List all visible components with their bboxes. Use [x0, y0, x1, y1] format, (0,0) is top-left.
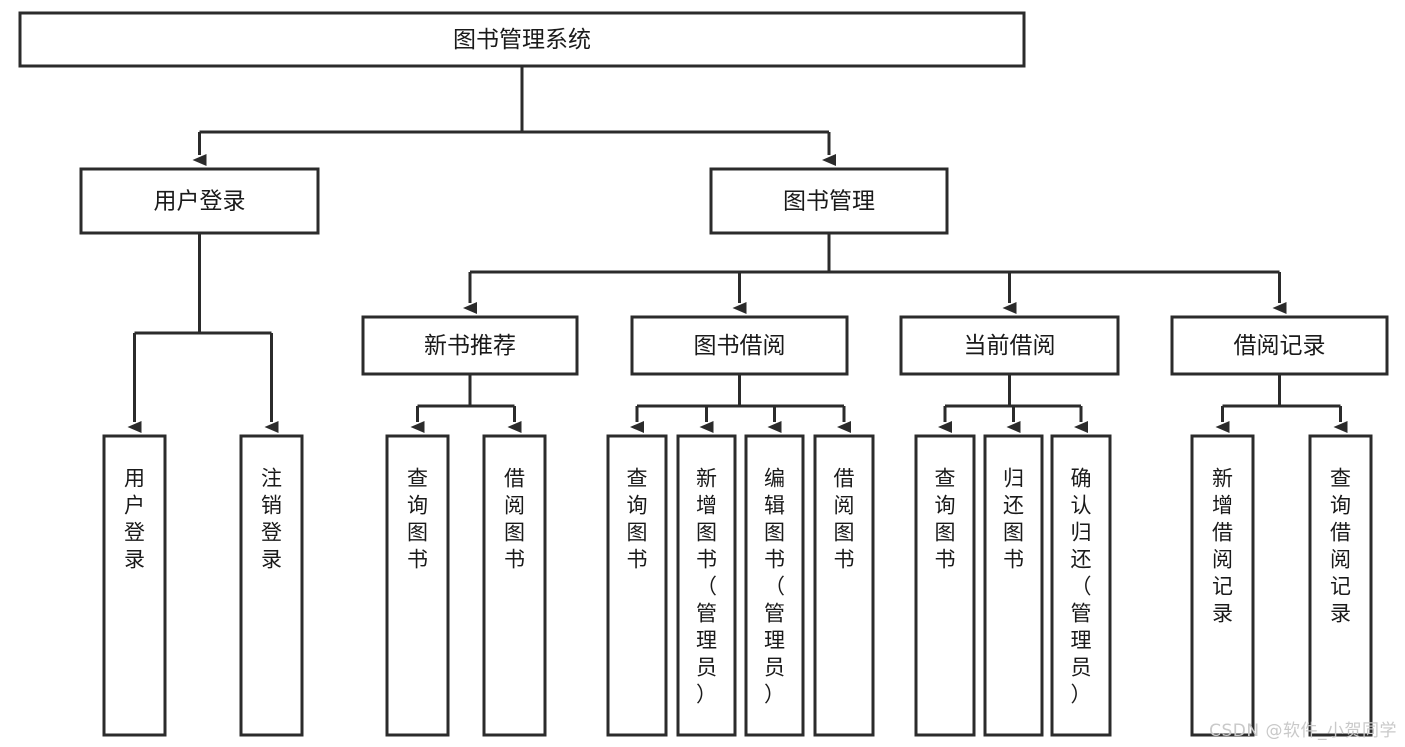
node-label: 当前借阅 [964, 333, 1056, 359]
node-label: 新增借阅记录 [1212, 467, 1233, 626]
node-box [1050, 434, 1112, 737]
node-box [482, 434, 547, 737]
node-box [239, 434, 304, 737]
node-box [385, 434, 450, 737]
node-label: 归还图书 [1003, 467, 1024, 572]
node-box [79, 167, 320, 235]
node-box [1308, 434, 1373, 737]
node-label: 查询图书 [627, 467, 648, 572]
node-leaf-3[interactable]: 借阅图书 [482, 434, 547, 737]
node-box [361, 315, 579, 376]
node-label: 查询借阅记录 [1330, 467, 1351, 626]
node-box [102, 434, 167, 737]
node-leaf-2[interactable]: 查询图书 [385, 434, 450, 737]
node-box [709, 167, 949, 235]
connectors-layer [127, 66, 1348, 433]
node-leaf-5[interactable]: 新增图书（管理员） [676, 434, 737, 737]
node-label: 图书管理系统 [453, 27, 591, 53]
node-leaf-11[interactable]: 新增借阅记录 [1190, 434, 1255, 737]
node-box [18, 11, 1026, 68]
node-root-0[interactable]: 图书管理系统 [18, 11, 1026, 68]
node-box [1190, 434, 1255, 737]
node-label: 借阅图书 [834, 467, 855, 572]
node-label: 借阅图书 [504, 467, 525, 572]
node-label: 借阅记录 [1234, 333, 1326, 359]
node-box [1170, 315, 1389, 376]
node-label: 查询图书 [407, 467, 428, 572]
node-box [744, 434, 805, 737]
node-leaf-8[interactable]: 查询图书 [914, 434, 976, 737]
node-label: 新书推荐 [424, 333, 516, 359]
node-label: 用户登录 [124, 467, 145, 572]
node-level3-2[interactable]: 当前借阅 [899, 315, 1120, 376]
node-label: 确认归还（管理员） [1071, 467, 1092, 707]
node-level2-1[interactable]: 图书管理 [709, 167, 949, 235]
node-label: 图书借阅 [694, 333, 786, 359]
node-level3-0[interactable]: 新书推荐 [361, 315, 579, 376]
node-leaf-6[interactable]: 编辑图书（管理员） [744, 434, 805, 737]
node-leaf-4[interactable]: 查询图书 [606, 434, 668, 737]
node-leaf-10[interactable]: 确认归还（管理员） [1050, 434, 1112, 737]
node-label: 查询图书 [935, 467, 956, 572]
node-label: 新增图书（管理员） [696, 467, 717, 707]
node-box [983, 434, 1044, 737]
node-leaf-9[interactable]: 归还图书 [983, 434, 1044, 737]
node-level2-0[interactable]: 用户登录 [79, 167, 320, 235]
nodes-layer: 图书管理系统用户登录图书管理新书推荐图书借阅当前借阅借阅记录用户登录注销登录查询… [18, 11, 1389, 737]
node-leaf-0[interactable]: 用户登录 [102, 434, 167, 737]
node-box [813, 434, 875, 737]
node-box [606, 434, 668, 737]
node-level3-1[interactable]: 图书借阅 [630, 315, 849, 376]
node-box [630, 315, 849, 376]
node-label: 用户登录 [154, 189, 246, 215]
node-leaf-7[interactable]: 借阅图书 [813, 434, 875, 737]
node-level3-3[interactable]: 借阅记录 [1170, 315, 1389, 376]
node-leaf-1[interactable]: 注销登录 [239, 434, 304, 737]
node-label: 注销登录 [261, 467, 282, 572]
csdn-watermark: CSDN @软件_小贺同学 [1209, 721, 1397, 741]
node-label: 图书管理 [783, 189, 875, 215]
node-box [914, 434, 976, 737]
node-leaf-12[interactable]: 查询借阅记录 [1308, 434, 1373, 737]
node-box [899, 315, 1120, 376]
node-box [676, 434, 737, 737]
node-label: 编辑图书（管理员） [764, 467, 785, 707]
